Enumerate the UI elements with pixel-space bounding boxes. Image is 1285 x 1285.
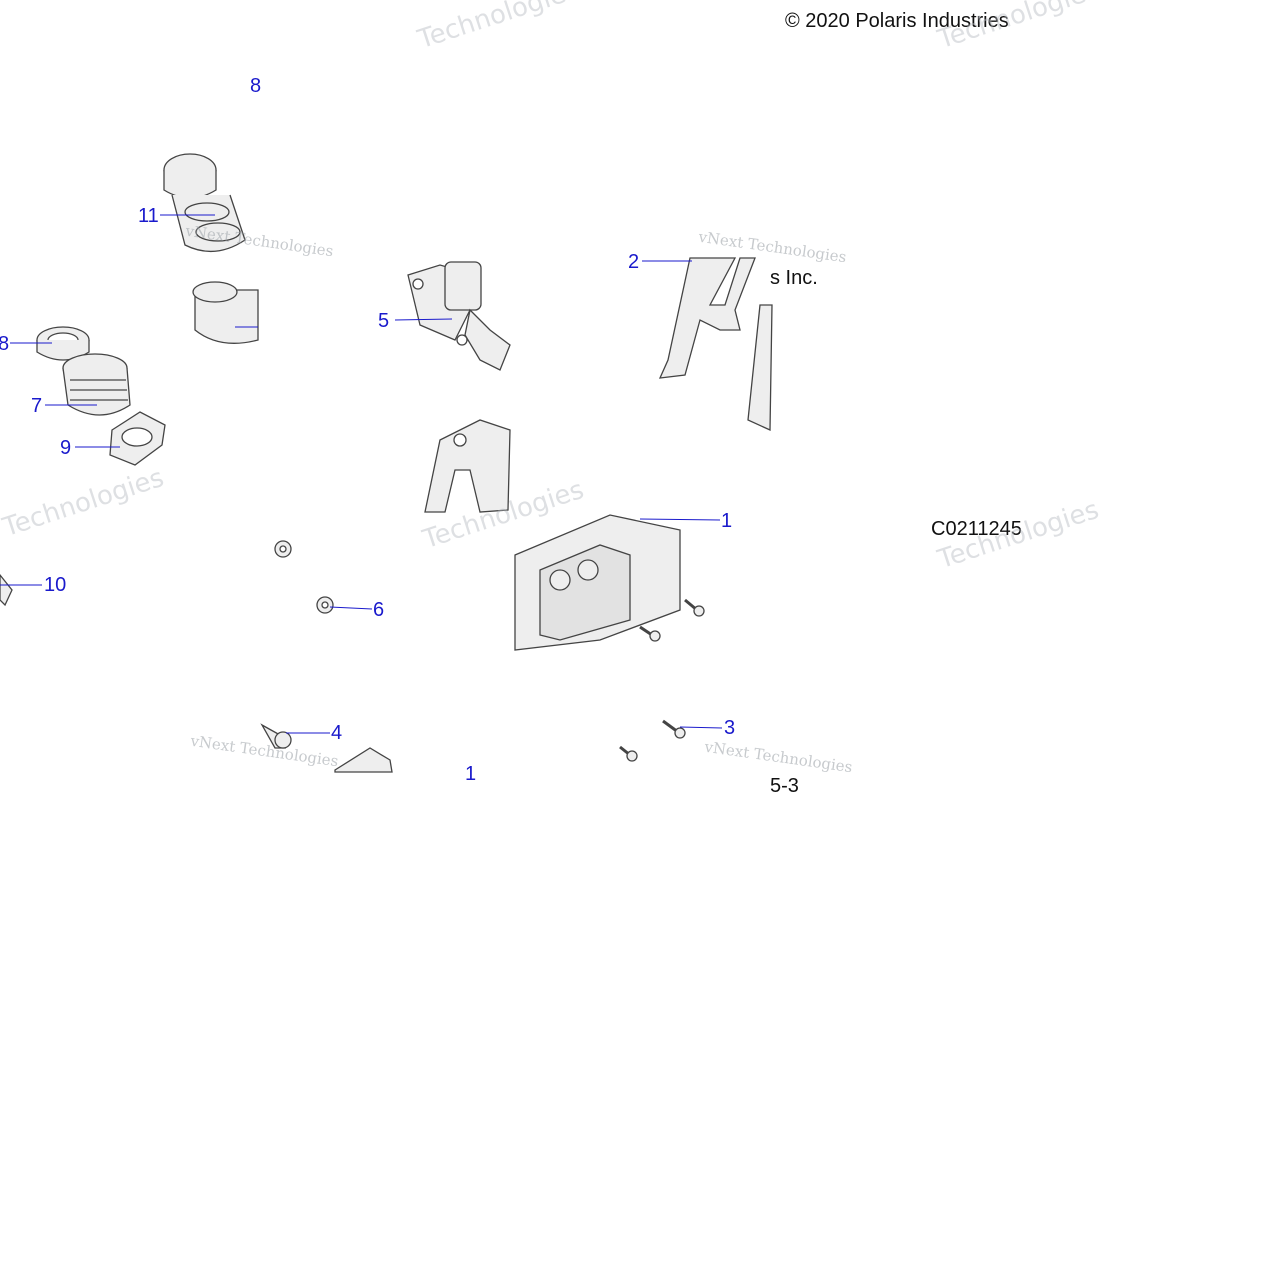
- part-4-push-rivet: [260, 723, 292, 749]
- callout-6: 6: [373, 599, 385, 621]
- part-3-screws: [619, 598, 705, 762]
- callout-1: 1: [721, 510, 733, 532]
- part-5-sensor: [407, 261, 511, 371]
- callout-9: 9: [60, 437, 72, 459]
- callout-2: 2: [628, 251, 640, 273]
- part-bracket-lower: [424, 419, 511, 513]
- callout-8: 8: [0, 333, 10, 355]
- part-10-fragment: [0, 573, 13, 607]
- part-8-nut: [36, 326, 90, 361]
- part-2-bracket: [658, 257, 773, 432]
- callout-5: 5: [378, 310, 390, 332]
- part-7-threaded-housing: [62, 353, 131, 416]
- callout-7: 7: [31, 395, 43, 417]
- callout-11: 11: [138, 205, 159, 227]
- part-9-lock-nut: [109, 411, 166, 466]
- part-11-ignition-switch: [163, 153, 246, 253]
- callout-10: 10: [44, 574, 67, 596]
- diagram-code: C0211245: [931, 518, 1022, 540]
- page-fragment: 5-3: [770, 775, 799, 797]
- callout-3: 3: [724, 717, 736, 739]
- part-fragment-bottom: [334, 747, 393, 773]
- copyright-notice: © 2020 Polaris Industries: [785, 10, 1009, 32]
- callout-1-fragment: 1: [465, 763, 477, 785]
- callout-4: 4: [331, 722, 343, 744]
- part-1-control-module: [514, 514, 681, 651]
- callout-8-top: 8: [250, 75, 262, 97]
- copyright-fragment: s Inc.: [770, 267, 818, 289]
- part-6-nuts: [274, 540, 334, 614]
- part-11-switch-body: [192, 281, 259, 344]
